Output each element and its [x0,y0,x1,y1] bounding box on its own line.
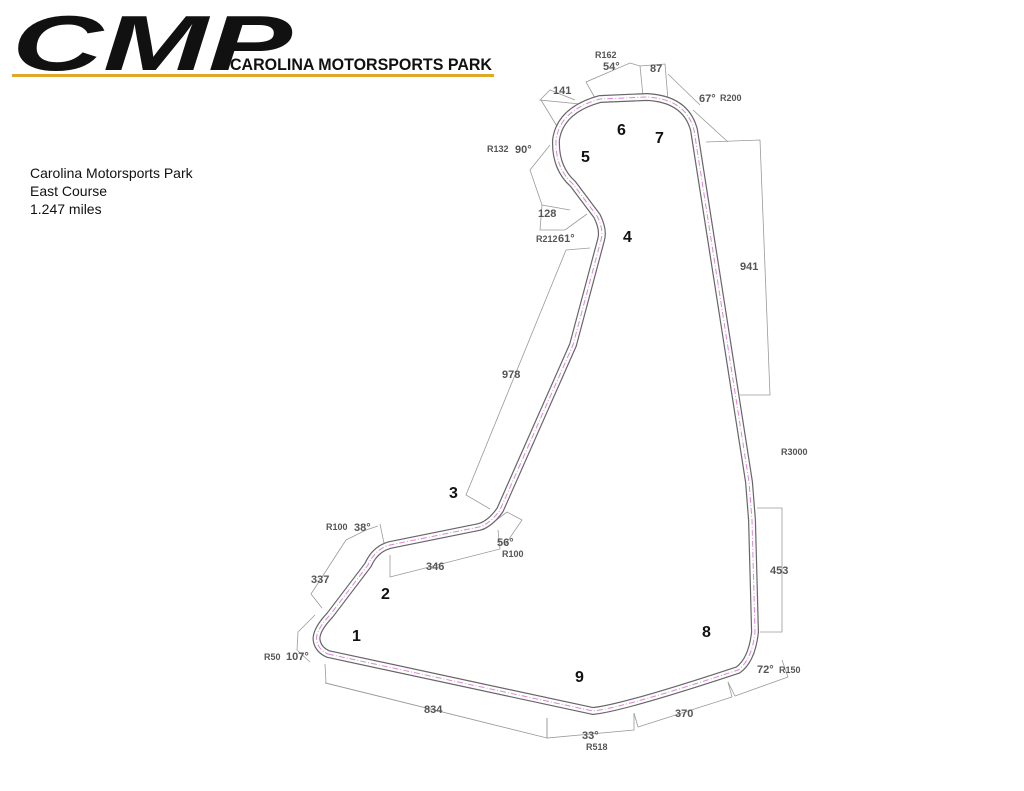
radius-r132: R132 [487,144,509,154]
angle-72: 72° [757,664,774,676]
radius-r162: R162 [595,50,617,60]
turn-angles: 107° 38° 56° 61° 90° 54° 67° 72° 33° [286,61,774,742]
radius-r100-turn2: R100 [326,522,348,532]
angle-54: 54° [603,61,620,73]
logo-underline [12,74,494,77]
segment-346: 346 [426,561,444,573]
segment-834: 834 [424,704,443,716]
segment-lengths: 834 346 337 978 128 141 87 941 453 370 [311,63,788,720]
segment-941: 941 [740,261,758,273]
angle-56: 56° [497,537,514,549]
track-outline [312,93,759,715]
radius-r100-turn3: R100 [502,549,524,559]
segment-337: 337 [311,574,329,586]
angle-107: 107° [286,651,309,663]
turn-numbers: 1 2 3 4 5 6 7 8 9 [352,122,711,686]
dimension-lines [296,62,789,739]
turn-4: 4 [623,229,632,246]
course-info: Carolina Motorsports Park East Course 1.… [30,164,193,218]
track-center-line [316,96,756,712]
angle-38: 38° [354,522,371,534]
segment-370: 370 [675,708,693,720]
segment-453: 453 [770,565,788,577]
course-name: East Course [30,183,108,199]
turn-2: 2 [381,586,390,603]
turn-5: 5 [581,149,590,166]
angle-61: 61° [558,233,575,245]
turn-8: 8 [702,624,711,641]
segment-141: 141 [553,85,571,97]
segment-978: 978 [502,369,520,381]
logo-name: CAROLINA MOTORSPORTS PARK [230,55,493,74]
angle-67: 67° [699,93,716,105]
radius-r212: R212 [536,234,558,244]
segment-87: 87 [650,63,662,75]
angle-33: 33° [582,730,599,742]
radius-r50: R50 [264,652,281,662]
track-name: Carolina Motorsports Park [30,165,193,181]
radius-r200: R200 [720,93,742,103]
turn-1: 1 [352,628,361,645]
turn-7: 7 [655,130,664,147]
logo-wordmark: CMP [12,0,294,87]
track-surface [313,94,758,714]
race-track [312,93,759,715]
turn-3: 3 [449,485,458,502]
course-length: 1.247 miles [30,201,102,217]
radius-r518: R518 [586,742,608,752]
cmp-logo: CMP CAROLINA MOTORSPORTS PARK [12,0,494,87]
turn-9: 9 [575,669,584,686]
segment-128: 128 [538,208,556,220]
angle-90: 90° [515,144,532,156]
radius-r150: R150 [779,665,801,675]
turn-radii: R50 R100 R100 R212 R132 R162 R200 R3000 … [264,50,808,752]
radius-r3000: R3000 [781,447,808,457]
turn-6: 6 [617,122,626,139]
